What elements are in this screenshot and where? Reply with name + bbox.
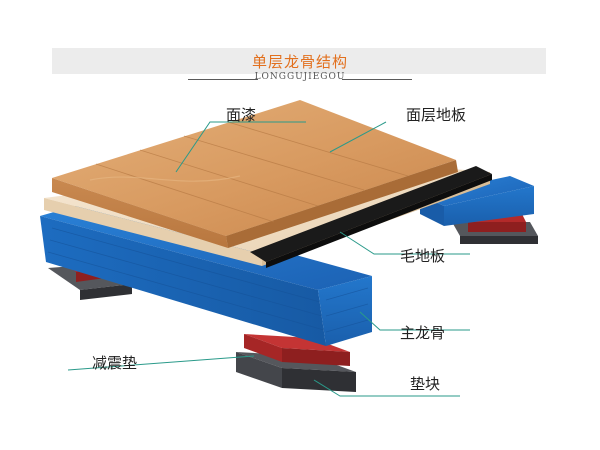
header-band bbox=[52, 48, 546, 74]
label-shock-pad: 减震垫 bbox=[92, 354, 138, 372]
surface-wood-board bbox=[52, 100, 458, 248]
membrane-layer bbox=[250, 166, 492, 268]
front-shock-pad bbox=[244, 334, 350, 366]
leader-paint bbox=[175, 121, 306, 173]
leader-surface-board bbox=[329, 121, 387, 153]
title-rule-right bbox=[342, 79, 412, 80]
diagram-subtitle: LONGGUJIEGOU bbox=[254, 72, 346, 82]
label-rough-board: 毛地板 bbox=[400, 247, 446, 265]
leader-main-joist bbox=[359, 311, 470, 331]
leader-lines bbox=[67, 121, 470, 397]
label-surface-board: 面层地板 bbox=[406, 106, 467, 124]
diagram-title: 单层龙骨结构 bbox=[251, 53, 348, 71]
label-main-joist: 主龙骨 bbox=[400, 324, 446, 342]
label-paint: 面漆 bbox=[226, 106, 257, 124]
leader-spacer-block bbox=[313, 379, 460, 397]
label-spacer-block: 垫块 bbox=[410, 375, 441, 393]
leader-shock-pad bbox=[67, 355, 255, 371]
leader-rough-board bbox=[339, 231, 470, 255]
title-rule-left bbox=[188, 79, 258, 80]
